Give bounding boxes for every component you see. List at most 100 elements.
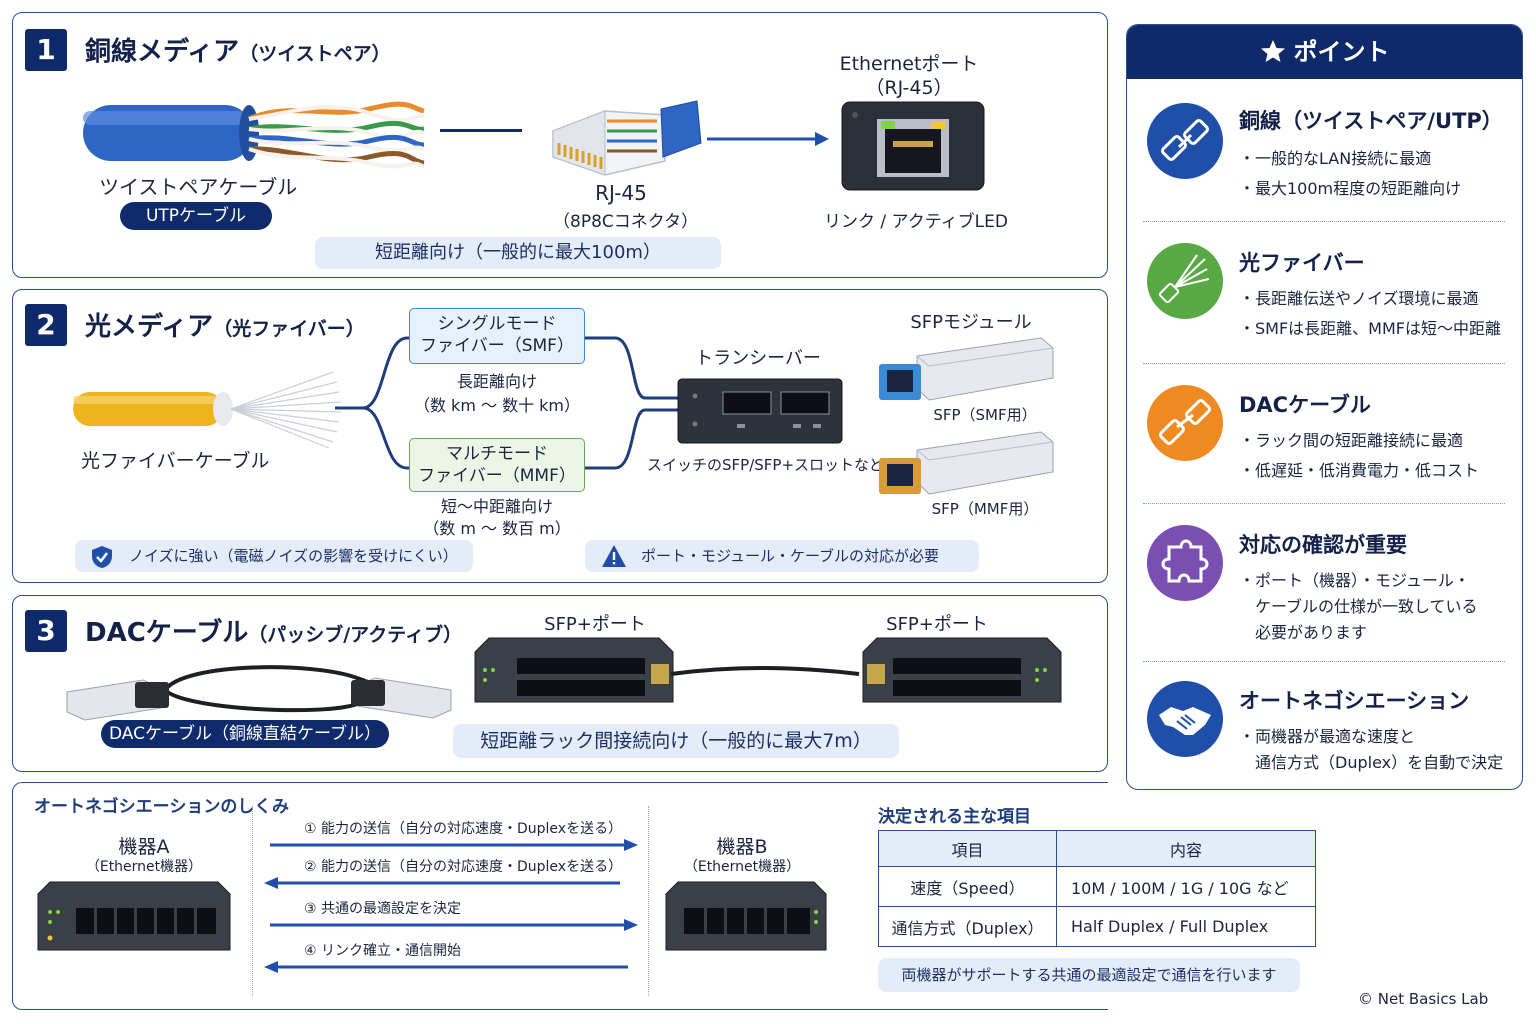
copyright: © Net Basics Lab [1358, 990, 1489, 1008]
cable-icon [1147, 103, 1223, 179]
step-1: ① 能力の送信（自分の対応速度・Duplexを送る） [304, 821, 623, 837]
fiber-icon [1147, 243, 1223, 319]
section-number: 1 [25, 29, 67, 71]
compat-note: ポート・モジュール・ケーブルの対応が必要 [585, 540, 979, 572]
smf-desc-line: 長距離向け [456, 372, 537, 391]
section-title-text: DACケーブル [85, 618, 249, 648]
smf-box-line: シングルモード [437, 314, 557, 334]
switch-pair-image [474, 637, 1062, 703]
point-line: ・ラック間の短距離接続に最適 [1239, 431, 1464, 450]
shield-icon [92, 546, 112, 568]
sfp-port-left-label: SFP+ポート [544, 614, 646, 635]
dac-cable-image [66, 665, 452, 721]
divider-left [252, 806, 253, 996]
point-title: 銅線（ツイストペア/UTP） [1239, 109, 1503, 133]
table-cell: 速度（Speed） [878, 866, 1057, 907]
utp-badge: UTPケーブル [120, 202, 272, 230]
section-dac-panel: 3 DACケーブル（パッシブ/アクティブ） DACケーブル（銅線直結ケーブル） … [12, 595, 1108, 772]
sfp-smf-module-image [879, 337, 1054, 401]
sfp-mmf-module-image [879, 431, 1054, 495]
mmf-box-line: ファイバー（MMF） [418, 466, 576, 486]
sfp-title: SFPモジュール [910, 312, 1032, 333]
arrow-to-port [707, 132, 829, 146]
ethernet-port-image [841, 101, 985, 191]
mmf-desc-line: （数 m ～ 数百 m） [423, 519, 571, 538]
connector-sub: （8P8Cコネクタ） [553, 212, 699, 232]
point-line: ・長距離伝送やノイズ環境に最適 [1239, 289, 1479, 308]
port-led-label: リンク / アクティブLED [824, 212, 1008, 232]
section-title-text: 光メディア [85, 312, 214, 342]
point-line: ・低遅延・低消費電力・低コスト [1239, 461, 1480, 480]
table-cell: Half Duplex / Full Duplex [1056, 906, 1316, 947]
point-divider [1143, 661, 1505, 662]
arrow-right-1 [270, 839, 638, 851]
connector-name: RJ-45 [595, 181, 647, 205]
autoneg-panel [12, 782, 1108, 1010]
section-number: 2 [25, 304, 67, 346]
divider-right [648, 806, 649, 996]
smf-distance: 長距離向け （数 km ～ 数十 km） [409, 370, 585, 418]
transceiver-switch-image [677, 378, 843, 444]
fiber-cable-image [73, 371, 341, 449]
dac-distance-note: 短距離ラック間接続向け（一般的に最大7m） [453, 724, 899, 758]
copper-distance-note: 短距離向け（一般的に最大100m） [315, 237, 721, 269]
section-title: 銅線メディア（ツイストペア） [85, 31, 391, 68]
table-header: 内容 [1056, 830, 1316, 867]
rj45-connector-image [552, 100, 702, 176]
point-line: ・SMFは長距離、MMFは短～中距離 [1239, 319, 1501, 338]
dac-badge: DACケーブル（銅線直結ケーブル） [101, 720, 389, 748]
point-line: 通信方式（Duplex）を自動で決定 [1239, 753, 1504, 772]
points-panel: ポイント 銅線（ツイストペア/UTP） ・一般的なLAN接続に最適 ・最大100… [1126, 24, 1523, 790]
smf-box-line: ファイバー（SMF） [420, 336, 574, 356]
summary-note: 両機器がサポートする共通の最適設定で通信を行います [878, 958, 1300, 992]
point-title: 光ファイバー [1239, 251, 1365, 275]
step-3: ③ 共通の最適設定を決定 [304, 901, 462, 917]
star-icon [1260, 40, 1285, 62]
dac-icon [1147, 385, 1223, 461]
table-cell: 通信方式（Duplex） [878, 906, 1057, 947]
table-cell: 10M / 100M / 1G / 10G など [1056, 866, 1316, 907]
puzzle-icon [1147, 525, 1223, 601]
point-title: DACケーブル [1239, 393, 1371, 417]
device-b-name: 機器B [716, 836, 768, 858]
mmf-desc-line: 短～中距離向け [440, 497, 553, 516]
mmf-box: マルチモード ファイバー（MMF） [409, 438, 585, 492]
port-title: Ethernetポート [839, 53, 979, 75]
points-header: ポイント [1127, 25, 1522, 79]
transceiver-note: スイッチのSFP/SFP+スロットなど [647, 456, 885, 474]
device-b-switch-image [665, 881, 827, 951]
transceiver-title: トランシーバー [695, 348, 821, 369]
autoneg-title: オートネゴシエーションのしくみ [34, 797, 289, 817]
point-line: ケーブルの仕様が一致している [1239, 597, 1478, 616]
section-title: DACケーブル（パッシブ/アクティブ） [85, 612, 462, 649]
connector-line [440, 129, 522, 132]
smf-desc-line: （数 km ～ 数十 km） [413, 396, 581, 415]
arrow-left-4 [264, 961, 628, 973]
step-2: ② 能力の送信（自分の対応速度・Duplexを送る） [304, 859, 623, 875]
table-row: 速度（Speed） 10M / 100M / 1G / 10G など [878, 866, 1316, 907]
table-header: 項目 [878, 830, 1057, 867]
point-line: ・両機器が最適な速度と [1239, 727, 1416, 746]
section-subtitle: （光ファイバー） [213, 318, 365, 340]
step-4: ④ リンク確立・通信開始 [304, 943, 462, 959]
handshake-icon [1147, 681, 1223, 757]
point-line: 必要があります [1239, 623, 1368, 642]
device-a-switch-image [37, 881, 231, 951]
section-subtitle: （ツイストペア） [239, 43, 391, 65]
point-divider [1143, 221, 1505, 222]
port-sub: （RJ-45） [865, 77, 953, 99]
device-b-sub: （Ethernet機器） [683, 859, 801, 875]
section-copper-panel: 1 銅線メディア（ツイストペア） ツイストペアケーブル UTPケーブル RJ-4… [12, 12, 1108, 278]
warning-icon [602, 545, 626, 567]
decided-title: 決定される主な項目 [878, 807, 1031, 827]
section-subtitle: （パッシブ/アクティブ） [248, 624, 463, 646]
point-line: ・ポート（機器）・モジュール・ [1239, 571, 1470, 590]
point-title: オートネゴシエーション [1239, 689, 1470, 713]
point-line: ・一般的なLAN接続に最適 [1239, 149, 1432, 168]
arrow-left-2 [264, 877, 620, 889]
section-number: 3 [25, 610, 67, 652]
twisted-pair-cable-image [83, 101, 426, 169]
fiber-cable-label: 光ファイバーケーブル [81, 450, 270, 472]
noise-note-text: ノイズに強い（電磁ノイズの影響を受けにくい） [129, 547, 458, 565]
sfp-mmf-label: SFP（MMF用） [931, 500, 1039, 518]
